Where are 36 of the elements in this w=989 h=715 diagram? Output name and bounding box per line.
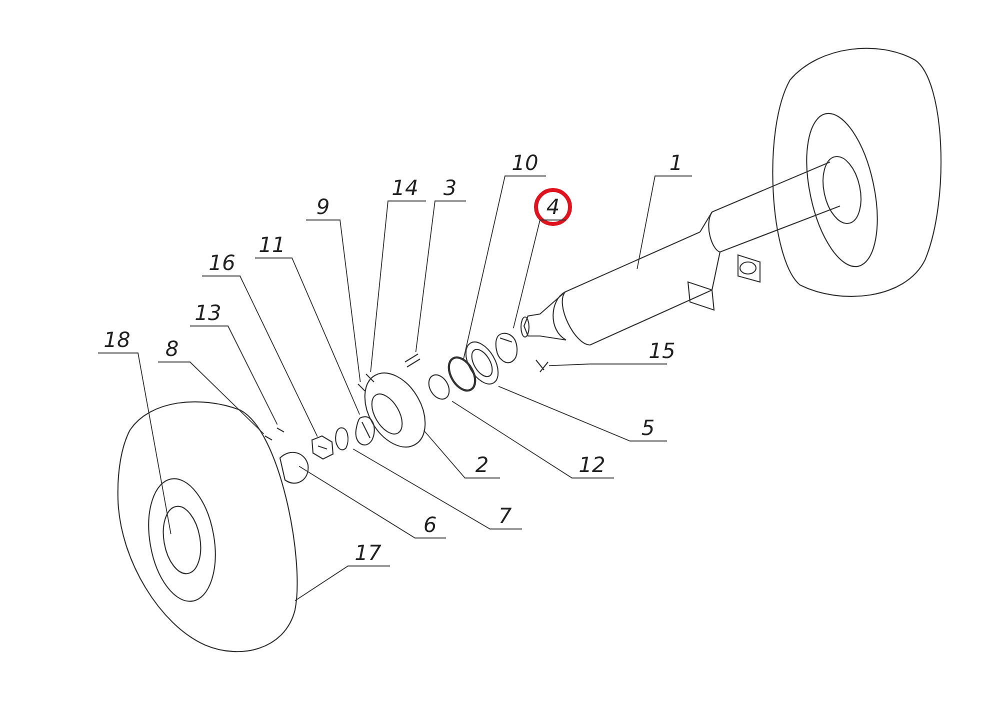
- leader-line: [636, 176, 692, 270]
- callout-number: 13: [192, 302, 224, 324]
- leader-line: [512, 220, 566, 329]
- leader-line: [452, 400, 614, 478]
- leader-line: [370, 200, 426, 372]
- callout-number: 10: [509, 152, 541, 174]
- leader-line: [202, 276, 318, 438]
- leader-line: [352, 448, 522, 530]
- callout-number: 11: [256, 234, 288, 256]
- leader-line: [158, 362, 264, 434]
- callout-number: 5: [632, 417, 664, 439]
- callout-number: 18: [101, 329, 133, 351]
- callout-number: 4: [537, 196, 569, 218]
- leader-line: [498, 386, 668, 442]
- callout-number: 7: [489, 505, 521, 527]
- callout-number: 15: [646, 340, 678, 362]
- callout-number: 14: [389, 177, 421, 199]
- callout-number: 16: [206, 252, 238, 274]
- leader-line: [548, 364, 668, 366]
- callout-number: 9: [307, 196, 339, 218]
- callout-number: 8: [156, 338, 188, 360]
- callout-number: 6: [414, 514, 446, 536]
- leader-line: [415, 200, 466, 352]
- leader-line: [306, 220, 361, 382]
- callout-number: 17: [352, 542, 384, 564]
- leader-line: [294, 566, 390, 602]
- leader-line: [98, 352, 172, 535]
- leader-line: [298, 466, 446, 538]
- callout-number: 2: [466, 454, 498, 476]
- callout-number: 1: [660, 152, 692, 174]
- leader-line: [423, 430, 500, 478]
- leader-line: [190, 326, 278, 426]
- callout-number: 3: [434, 177, 466, 199]
- callout-number: 12: [576, 454, 608, 476]
- leader-line: [254, 258, 360, 415]
- leader-line: [462, 176, 546, 361]
